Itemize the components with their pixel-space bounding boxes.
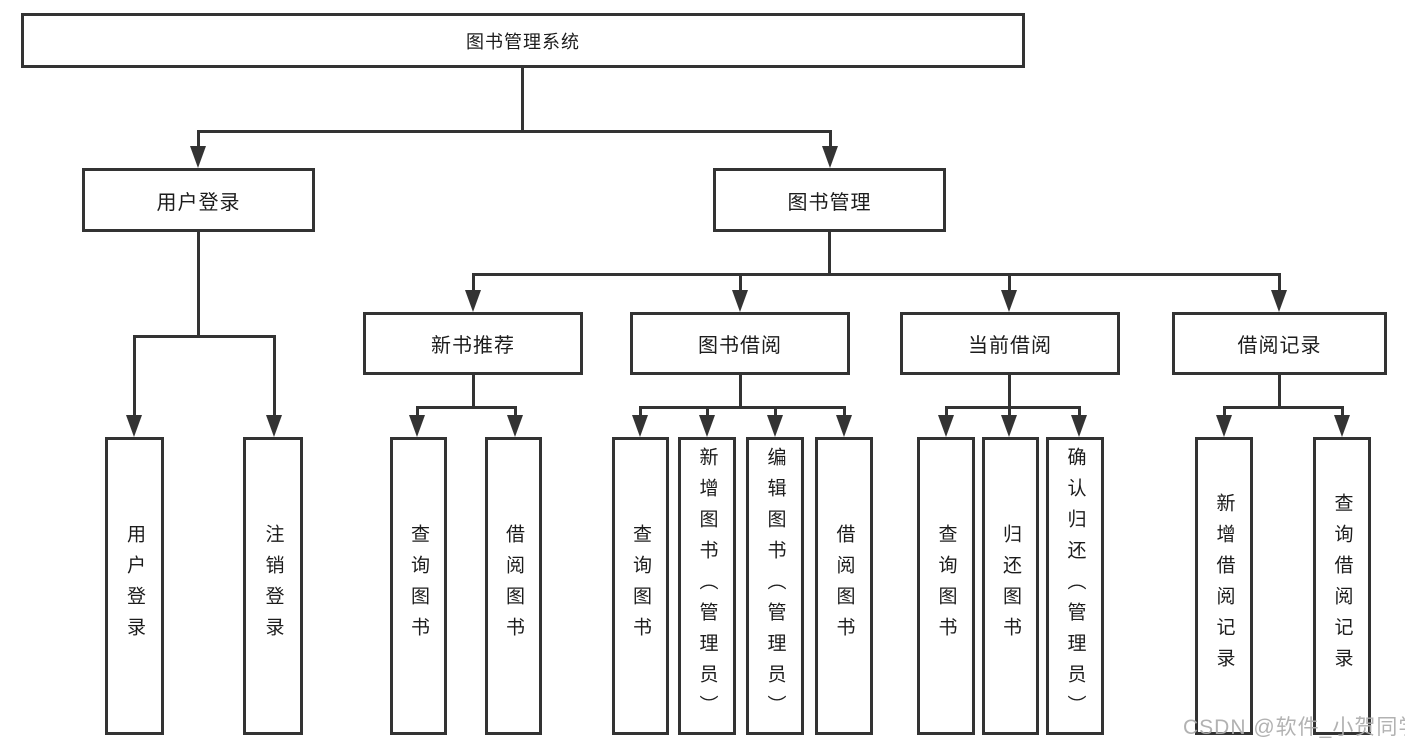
leaf-label: 查询借阅记录: [1331, 493, 1353, 679]
leaf-label: 新增借阅记录: [1213, 493, 1235, 679]
leaf-label: 注销登录: [262, 524, 284, 648]
arrow-down-icon: [1071, 415, 1087, 437]
leaf-query-books-borrowing: 查询图书: [612, 437, 669, 735]
connector-line: [197, 130, 200, 148]
leaf-query-books-recommend: 查询图书: [390, 437, 447, 735]
connector-line: [739, 273, 742, 291]
arrow-down-icon: [1271, 290, 1287, 312]
connector-line: [639, 406, 846, 409]
connector-line: [829, 130, 832, 148]
connector-line: [1008, 273, 1011, 291]
connector-line: [1278, 375, 1281, 406]
leaf-user-login: 用户登录: [105, 437, 164, 735]
connector-line: [945, 406, 1081, 409]
connector-line: [945, 406, 948, 417]
connector-line: [1008, 375, 1011, 406]
connector-line: [706, 406, 709, 417]
connector-line: [739, 375, 742, 406]
node-borrowing-records: 借阅记录: [1172, 312, 1387, 375]
leaf-label: 借阅图书: [503, 524, 524, 648]
connector-line: [1223, 406, 1226, 417]
leaf-label: 查询图书: [935, 524, 957, 648]
connector-line: [1223, 406, 1344, 409]
arrow-down-icon: [507, 415, 523, 437]
connector-line: [416, 406, 419, 417]
node-library-management-system: 图书管理系统: [21, 13, 1025, 68]
connector-line: [416, 406, 517, 409]
leaf-label: 新增图书（管理员）: [696, 446, 718, 726]
leaf-query-borrow-record: 查询借阅记录: [1313, 437, 1371, 735]
arrow-down-icon: [190, 146, 206, 168]
arrow-down-icon: [699, 415, 715, 437]
leaf-add-books-admin: 新增图书（管理员）: [678, 437, 736, 735]
leaf-logout: 注销登录: [243, 437, 303, 735]
connector-line: [514, 406, 517, 417]
connector-line: [472, 273, 475, 291]
connector-line: [828, 232, 831, 273]
arrow-down-icon: [126, 415, 142, 437]
connector-line: [1078, 406, 1081, 417]
connector-line: [843, 406, 846, 417]
node-user-login: 用户登录: [82, 168, 315, 232]
csdn-watermark: CSDN @软件_小贺同学: [1183, 716, 1405, 739]
arrow-down-icon: [632, 415, 648, 437]
arrow-down-icon: [1001, 415, 1017, 437]
connector-line: [1278, 273, 1281, 291]
leaf-query-books-current: 查询图书: [917, 437, 975, 735]
leaf-label: 编辑图书（管理员）: [764, 446, 786, 726]
leaf-label: 用户登录: [124, 524, 145, 648]
node-book-borrowing: 图书借阅: [630, 312, 850, 375]
leaf-return-books: 归还图书: [982, 437, 1039, 735]
connector-line: [472, 375, 475, 406]
connector-line: [521, 68, 524, 130]
leaf-label: 借阅图书: [833, 524, 855, 648]
leaf-borrow-books-borrowing: 借阅图书: [815, 437, 873, 735]
connector-line: [197, 232, 200, 335]
connector-line: [273, 335, 276, 417]
leaf-label: 查询图书: [630, 524, 651, 648]
arrow-down-icon: [1334, 415, 1350, 437]
leaf-label: 归还图书: [1000, 524, 1021, 648]
arrow-down-icon: [465, 290, 481, 312]
arrow-down-icon: [732, 290, 748, 312]
connector-line: [1341, 406, 1344, 417]
leaf-confirm-return-admin: 确认归还（管理员）: [1046, 437, 1104, 735]
leaf-add-borrow-record: 新增借阅记录: [1195, 437, 1253, 735]
connector-line: [133, 335, 276, 338]
connector-line: [1008, 406, 1011, 417]
connector-line: [639, 406, 642, 417]
arrow-down-icon: [1001, 290, 1017, 312]
node-book-management: 图书管理: [713, 168, 946, 232]
leaf-borrow-books-recommend: 借阅图书: [485, 437, 542, 735]
arrow-down-icon: [822, 146, 838, 168]
arrow-down-icon: [409, 415, 425, 437]
arrow-down-icon: [836, 415, 852, 437]
arrow-down-icon: [767, 415, 783, 437]
node-new-book-recommendation: 新书推荐: [363, 312, 583, 375]
connector-line: [197, 130, 832, 133]
connector-line: [472, 273, 1281, 276]
node-current-borrowing: 当前借阅: [900, 312, 1120, 375]
arrow-down-icon: [938, 415, 954, 437]
arrow-down-icon: [266, 415, 282, 437]
leaf-label: 查询图书: [408, 524, 429, 648]
leaf-edit-books-admin: 编辑图书（管理员）: [746, 437, 804, 735]
arrow-down-icon: [1216, 415, 1232, 437]
leaf-label: 确认归还（管理员）: [1064, 446, 1086, 726]
connector-line: [774, 406, 777, 417]
connector-line: [133, 335, 136, 417]
